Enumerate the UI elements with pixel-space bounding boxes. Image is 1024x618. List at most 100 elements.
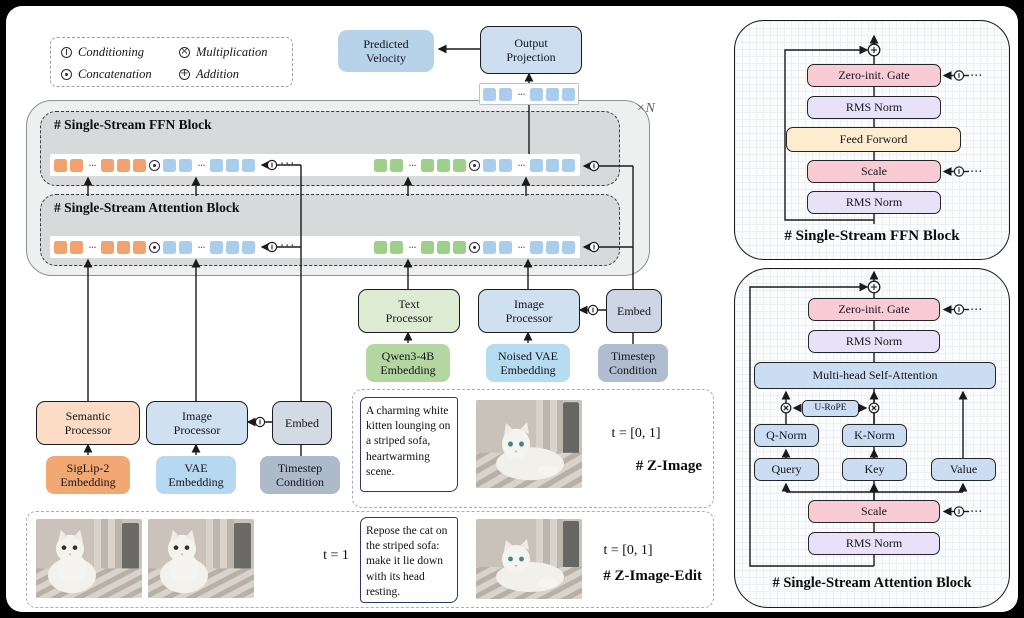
green-token	[453, 240, 466, 254]
blue-token	[499, 158, 512, 172]
token-ellipsis: ···	[517, 240, 526, 254]
output-token-strip: ···	[479, 83, 579, 105]
cat-photo	[148, 519, 254, 598]
blue-token	[562, 240, 575, 254]
cat-photo	[36, 519, 142, 598]
blue-token	[210, 240, 223, 254]
z-image-edit-title: # Z-Image-Edit	[603, 568, 702, 584]
concatenation-icon	[149, 159, 160, 171]
orange-token	[133, 240, 146, 254]
conditioning-icon	[61, 46, 72, 58]
siglip-embedding-box: SigLip-2 Embedding	[46, 456, 130, 494]
token-ellipsis: ···	[408, 158, 417, 172]
q-norm-box: Q-Norm	[754, 424, 819, 447]
noised-vae-embedding-box: Noised VAE Embedding	[486, 344, 570, 382]
blue-token	[530, 87, 543, 101]
z-image-title: # Z-Image	[635, 458, 702, 474]
blue-token	[499, 87, 512, 101]
blue-token	[163, 158, 176, 172]
blue-token	[210, 158, 223, 172]
green-token	[390, 158, 403, 172]
concatenation-icon	[469, 159, 480, 171]
blue-token	[562, 158, 575, 172]
token-ellipsis: ···	[88, 158, 97, 172]
green-token	[374, 158, 387, 172]
z-image-edit-prompt: Repose the cat on the striped sofa: make…	[360, 517, 458, 603]
feed-forward-box: Feed Forword	[786, 127, 961, 152]
ffn-detail-title: # Single-Stream FFN Block	[784, 228, 960, 244]
attn-token-group-2: ······	[374, 240, 575, 254]
green-token	[437, 158, 450, 172]
semantic-processor-box: Semantic Processor	[36, 401, 140, 445]
blue-token	[483, 158, 496, 172]
scale-box: Scale	[808, 500, 940, 523]
blue-token	[483, 240, 496, 254]
conditioning-icon	[587, 304, 599, 316]
scale-box: Scale	[807, 160, 941, 183]
orange-token	[70, 240, 83, 254]
ffn-block-title: # Single-Stream FFN Block	[54, 117, 212, 132]
legend-label: Concatenation	[78, 66, 152, 81]
timestep-condition-box: Timestep Condition	[598, 344, 668, 382]
rms-norm-box: RMS Norm	[808, 532, 940, 555]
legend-conditioning: Conditioning	[61, 45, 179, 60]
output-projection-box: Output Projection	[480, 26, 582, 74]
orange-token	[101, 158, 114, 172]
rms-norm-box: RMS Norm	[807, 96, 941, 119]
figure-canvas: ··· ··· ··· ··· Conditioning Multiplicat…	[6, 6, 1018, 612]
token-ellipsis: ···	[197, 240, 206, 254]
rms-norm-box: RMS Norm	[808, 330, 940, 353]
legend-concatenation: Concatenation	[61, 67, 179, 82]
blue-token	[226, 158, 239, 172]
blue-token	[546, 240, 559, 254]
blue-token	[179, 240, 192, 254]
urope-box: U-RoPE	[802, 400, 859, 417]
green-token	[437, 240, 450, 254]
rms-norm-box: RMS Norm	[807, 191, 941, 214]
blue-token	[179, 158, 192, 172]
blue-token	[163, 240, 176, 254]
orange-token	[117, 158, 130, 172]
mhsa-box: Multi-head Self-Attention	[754, 362, 996, 389]
green-token	[453, 158, 466, 172]
legend-label: Multiplication	[196, 44, 268, 59]
t-input-label: t = 1	[323, 548, 349, 563]
token-ellipsis: ···	[517, 87, 526, 101]
t-range-label: t = [0, 1]	[603, 543, 653, 558]
legend-label: Addition	[196, 66, 240, 81]
orange-token	[70, 158, 83, 172]
vae-embedding-box: VAE Embedding	[156, 456, 236, 494]
green-token	[421, 240, 434, 254]
blue-token	[546, 87, 559, 101]
image-processor-box: Image Processor	[146, 401, 248, 445]
embed-box: Embed	[272, 401, 332, 445]
repeat-count-label: ×N	[636, 101, 655, 116]
text-processor-box: Text Processor	[358, 289, 460, 333]
concatenation-icon	[469, 241, 480, 253]
token-ellipsis: ···	[280, 157, 296, 172]
zero-init-gate-box: Zero-init. Gate	[808, 298, 940, 321]
green-token	[374, 240, 387, 254]
legend-label: Conditioning	[78, 44, 144, 59]
blue-token	[242, 240, 255, 254]
green-token	[421, 158, 434, 172]
blue-token	[546, 158, 559, 172]
blue-token	[499, 240, 512, 254]
timestep-condition-box: Timestep Condition	[260, 456, 340, 494]
orange-token	[54, 158, 67, 172]
blue-token	[562, 87, 575, 101]
query-box: Query	[754, 458, 819, 481]
token-ellipsis: ···	[517, 158, 526, 172]
cat-photo	[476, 519, 582, 599]
legend-multiplication: Multiplication	[179, 45, 291, 60]
value-box: Value	[931, 458, 996, 481]
blue-token	[226, 240, 239, 254]
ffn-token-group-1: ······	[54, 158, 255, 172]
token-ellipsis: ···	[280, 239, 296, 254]
blue-token	[530, 158, 543, 172]
addition-icon	[179, 68, 190, 80]
token-ellipsis: ···	[88, 240, 97, 254]
zero-init-gate-box: Zero-init. Gate	[807, 64, 941, 87]
attn-token-group-1: ··· ···	[54, 240, 255, 254]
z-image-prompt: A charming white kitten lounging on a st…	[360, 397, 458, 492]
